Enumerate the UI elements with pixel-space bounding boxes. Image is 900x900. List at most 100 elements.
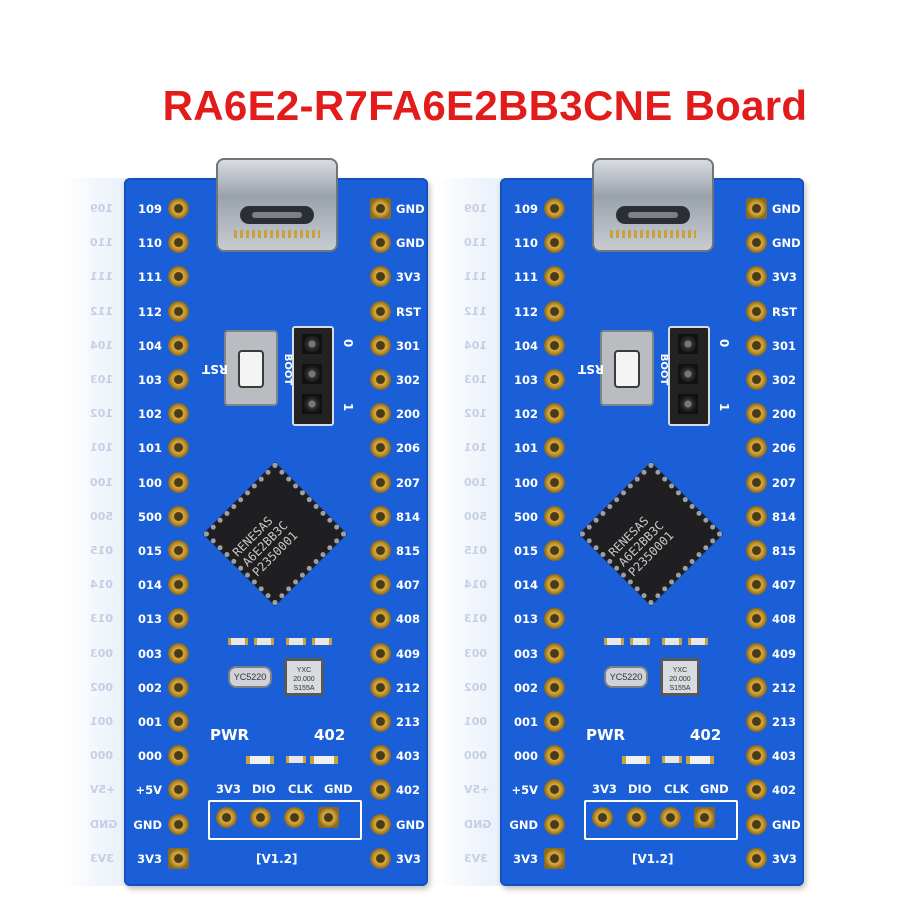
debug-pin [592,807,613,828]
pin-label: 103 [513,373,538,387]
pin-label: 013 [513,612,538,627]
header-pin [544,266,565,288]
header-pin [168,300,189,322]
boot-jumper-header [292,326,334,426]
pin-label: 015 [137,544,162,558]
reflection-label: 3V3 [90,851,114,865]
pin-label: 403 [772,749,797,764]
pin-label: 000 [137,749,162,764]
usb-c-connector [592,158,714,252]
header-pin [168,642,189,664]
pin-label: 3V3 [772,270,797,285]
pin-label: 207 [772,475,797,490]
reflection-label: 014 [90,578,113,592]
pin-label: RST [396,304,421,319]
pin-label: 207 [396,475,421,490]
header-pin [544,300,565,322]
pin-label: 409 [396,646,421,661]
debug-header-outline [584,800,738,840]
oscillator-marking: YXC [672,667,688,674]
reflection-label: 112 [464,304,487,318]
header-pin [168,437,189,459]
pin-label: 814 [396,509,421,524]
reflection-label: 013 [464,612,487,626]
oscillator-marking: S155A [293,685,315,692]
header-pin [168,505,189,527]
debug-pin [318,807,339,828]
header-pin [370,574,391,596]
debug-label: 3V3 [592,782,617,796]
pin-label: 013 [137,612,162,627]
pin-label: 112 [513,304,538,319]
reflection-label: 102 [90,407,113,421]
header-pin [370,813,391,835]
header-pin [746,574,767,596]
pin-label: +5V [511,783,538,798]
smd-resistor [604,638,624,645]
usb-c-connector [216,158,338,252]
header-pin [544,198,565,219]
reflection-label: +5V [464,783,490,797]
pin-label: GND [772,236,801,251]
header-pin [168,745,189,767]
header-pin [544,505,565,527]
reflection-label: 000 [90,749,113,763]
header-pin [746,403,767,425]
pin-label: 213 [396,715,421,729]
pin-label: GND [772,202,801,216]
reflection-label: 002 [90,680,113,694]
led-402-label: 402 [690,726,722,744]
pin-label: 200 [396,407,421,422]
header-pin [168,574,189,596]
power-led [246,756,274,764]
header-pin [370,300,391,322]
debug-label: DIO [252,782,276,796]
header-pin [746,198,767,219]
pin-label: 409 [772,646,797,661]
reset-button [224,330,278,406]
header-pin [544,232,565,254]
pin-label: 100 [137,475,162,490]
reflection-label: 112 [90,304,113,318]
reflection-label: 101 [464,441,487,455]
pin-label: 003 [137,646,162,661]
pin-label: 3V3 [772,851,797,866]
pin-label: 110 [137,236,162,251]
pin-label: 111 [513,270,538,285]
header-pin [370,437,391,459]
debug-label: GND [324,782,353,796]
reflection-label: 110 [90,236,113,250]
header-pin [746,266,767,288]
header-pin [544,334,565,356]
status-led [686,756,714,764]
pin-label: 206 [396,441,421,456]
pin-label: 200 [772,407,797,422]
header-pin [370,745,391,767]
debug-label: CLK [288,782,313,796]
jumper-pin [678,394,698,414]
pin-label: 815 [396,544,421,558]
header-pin [370,266,391,288]
header-pin [370,711,391,732]
header-pin [746,540,767,561]
smd-resistor [228,638,248,645]
pin-label: 002 [137,680,162,695]
pin-label: 402 [396,783,421,798]
reflection-label: 500 [90,509,113,523]
oscillator-marking: 20.000 [669,676,691,683]
debug-label: DIO [628,782,652,796]
led-402-label: 402 [314,726,346,744]
pin-label: GND [396,236,425,251]
pin-label: GND [133,817,162,832]
header-pin [746,847,767,869]
version-label: [V1.2] [256,852,298,866]
reflection-label: 002 [464,680,487,694]
pwr-label: PWR [210,726,250,744]
header-pin [746,676,767,698]
header-pin [544,847,565,869]
pin-label: 500 [513,509,538,524]
pin-label: 104 [137,338,162,353]
pin-label: 100 [513,475,538,490]
